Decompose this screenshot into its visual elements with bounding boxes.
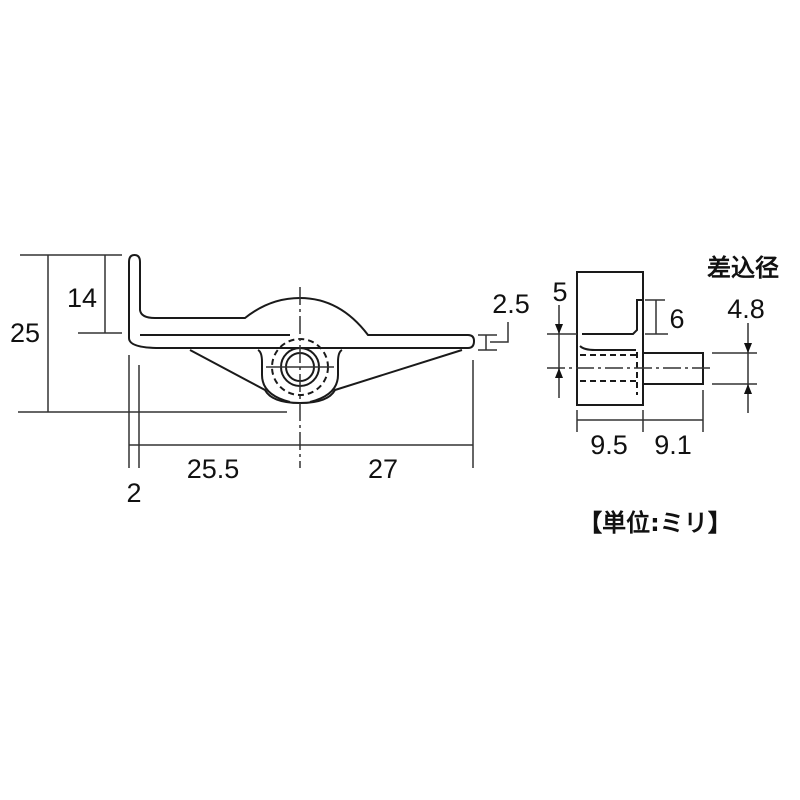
dim-label-14: 14 [67,283,97,313]
dim-label-27: 27 [368,454,398,484]
body-outline [576,271,644,406]
arrow-up-icon [555,368,563,378]
insert-diameter-label: 差込径 [707,254,779,282]
bracket-outline [128,253,476,349]
hub-right [309,349,343,403]
dim-label-9-5: 9.5 [590,430,628,460]
unit-note: 【単位:ミリ】 [578,509,732,537]
dim-label-2: 2 [126,478,141,508]
dim-label-2-5: 2.5 [492,289,530,319]
leader-2-5 [490,322,509,343]
dim-label-6: 6 [669,304,684,334]
step-line [582,299,643,335]
side-view: 25 14 25.5 27 2 2.5 [10,253,530,508]
dim-label-5: 5 [552,277,567,307]
dim-label-25-5: 25.5 [187,454,240,484]
dim-label-4-8: 4.8 [727,294,765,324]
dim-label-25: 25 [10,318,40,348]
arrow-up-icon [744,384,752,394]
hub-left [257,349,291,403]
arrow-down-icon [744,343,752,353]
pin-view: 5 6 4.8 差込径 9.5 9.1 [547,254,779,460]
inner-edge [579,345,636,351]
dim-label-9-1: 9.1 [654,430,692,460]
arrow-down-icon [555,324,563,334]
